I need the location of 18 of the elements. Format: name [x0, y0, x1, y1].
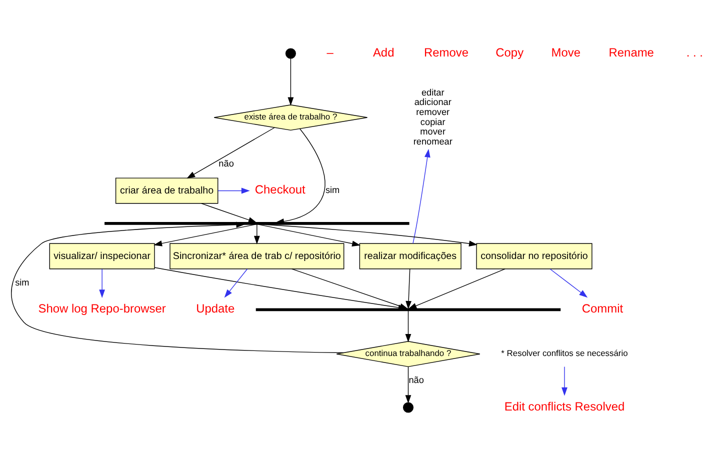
node-text: Commit	[582, 302, 624, 316]
label: Rename	[608, 45, 654, 60]
edge-label: sim	[15, 277, 30, 288]
edge-label: não	[408, 375, 424, 386]
label: . . .	[686, 45, 704, 60]
label: Move	[551, 45, 581, 60]
label: –	[326, 45, 334, 60]
node-text: Update	[196, 302, 235, 316]
label: Remove	[424, 45, 469, 60]
label: Copy	[496, 45, 524, 60]
node-text: editar adicionar remover copiar mover renomear	[413, 87, 452, 147]
label: Add	[372, 45, 394, 60]
edge-label: sim	[325, 185, 340, 196]
node-text: * Resolver conflitos se necessário	[501, 348, 628, 358]
node-text: Edit conflicts Resolved	[504, 399, 625, 414]
edge-label: não	[218, 158, 234, 168]
node-text: Show log Repo-browser	[38, 302, 166, 316]
node-text: Checkout	[254, 182, 306, 197]
